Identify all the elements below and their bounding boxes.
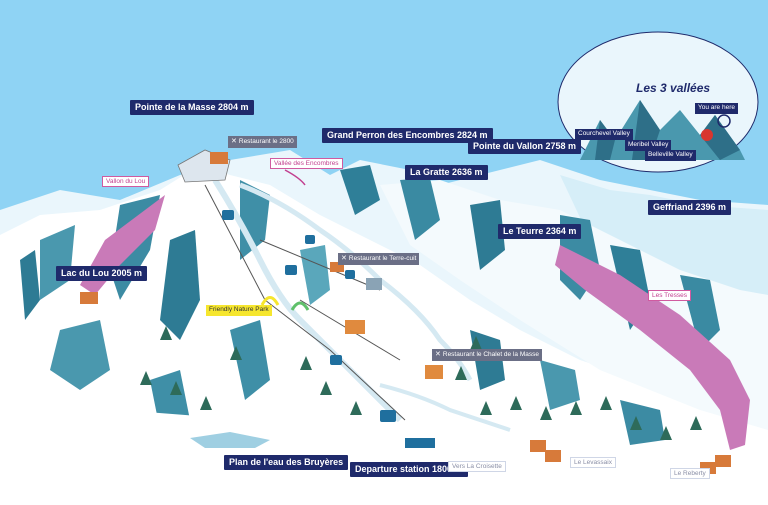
zone-les-tresses: Les Tresses (648, 290, 692, 302)
inset-belleville-valley: Belleville Valley (645, 150, 696, 161)
zone-vallon-lou: Vallon du Lou (102, 176, 150, 188)
peak-pointe-vallon: Pointe du Vallon 2758 m (468, 139, 582, 154)
restaurant-terre-cuit: ✕Restaurant le Terre-cuit (338, 253, 420, 265)
village-levassaix: Le Levassaix (570, 457, 616, 469)
restaurant-icon: ✕ (231, 138, 237, 145)
restaurant-chalet-masse-label: Restaurant le Chalet de la Masse (442, 351, 539, 358)
zone-vallee-encombres: Vallée des Encombres (270, 158, 343, 170)
label-plan-eau: Plan de l'eau des Bruyères (224, 455, 349, 470)
restaurant-chalet-masse: ✕Restaurant le Chalet de la Masse (432, 349, 542, 361)
inset-meribel-valley: Meribel Valley (625, 140, 672, 151)
peak-gratte: La Gratte 2636 m (405, 165, 488, 180)
restaurant-icon: ✕ (341, 255, 347, 262)
peak-pointe-masse: Pointe de la Masse 2804 m (130, 100, 254, 115)
restaurant-terre-cuit-label: Restaurant le Terre-cuit (348, 255, 417, 262)
inset-you-are-here: You are here (695, 103, 738, 114)
peak-geffriand: Geffriand 2396 m (648, 200, 732, 215)
friendly-nature-park: Friendly Nature Park (206, 305, 272, 316)
restaurant-icon: ✕ (435, 351, 441, 358)
village-croisette: Vers La Croisette (448, 461, 506, 473)
village-reberty: Le Reberty (670, 468, 710, 480)
restaurant-2800: ✕Restaurant le 2800 (228, 136, 297, 148)
restaurant-2800-label: Restaurant le 2800 (238, 138, 294, 145)
peak-grand-perron: Grand Perron des Encombres 2824 m (322, 128, 493, 143)
les-3-vallees-logo: Les 3 vallées (636, 81, 711, 95)
peak-teurre: Le Teurre 2364 m (498, 224, 582, 239)
inset-courchevel-valley: Courchevel Valley (575, 129, 633, 140)
peak-lac-lou: Lac du Lou 2005 m (56, 266, 148, 281)
label-departure-station: Departure station 1800 m (350, 462, 468, 477)
